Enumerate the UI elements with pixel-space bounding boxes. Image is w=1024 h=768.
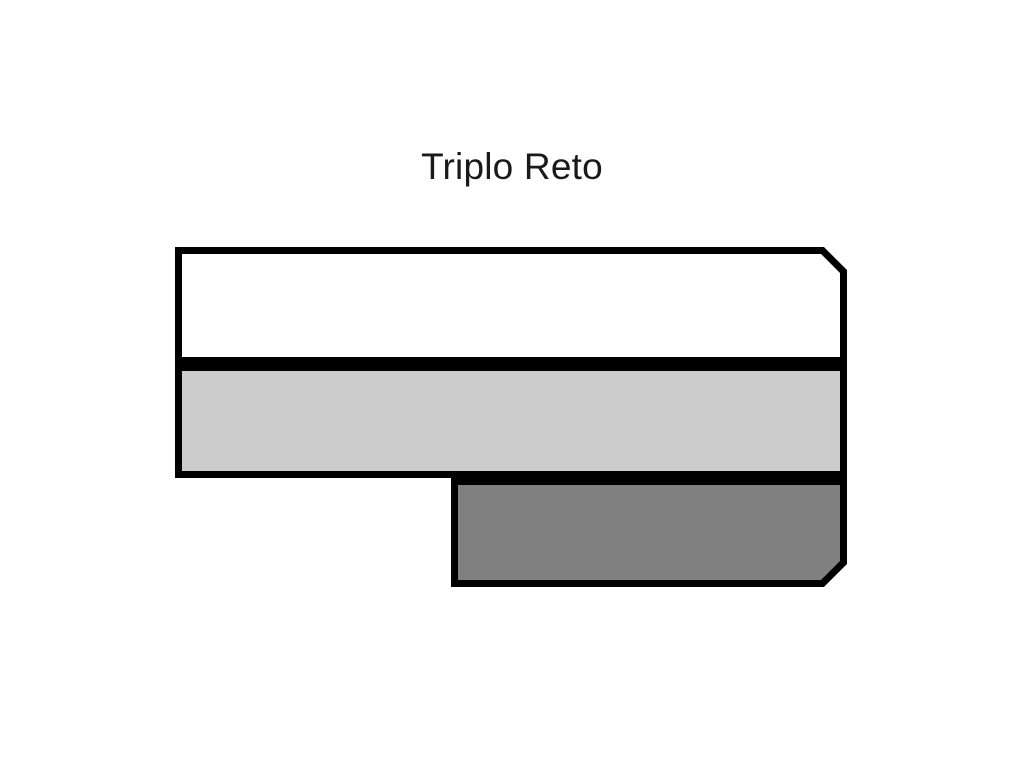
- shape-top-band: [175, 247, 847, 364]
- shape-middle-band: [175, 364, 847, 478]
- shape-bottom-band: [451, 478, 847, 587]
- page-title: Triplo Reto: [421, 146, 603, 187]
